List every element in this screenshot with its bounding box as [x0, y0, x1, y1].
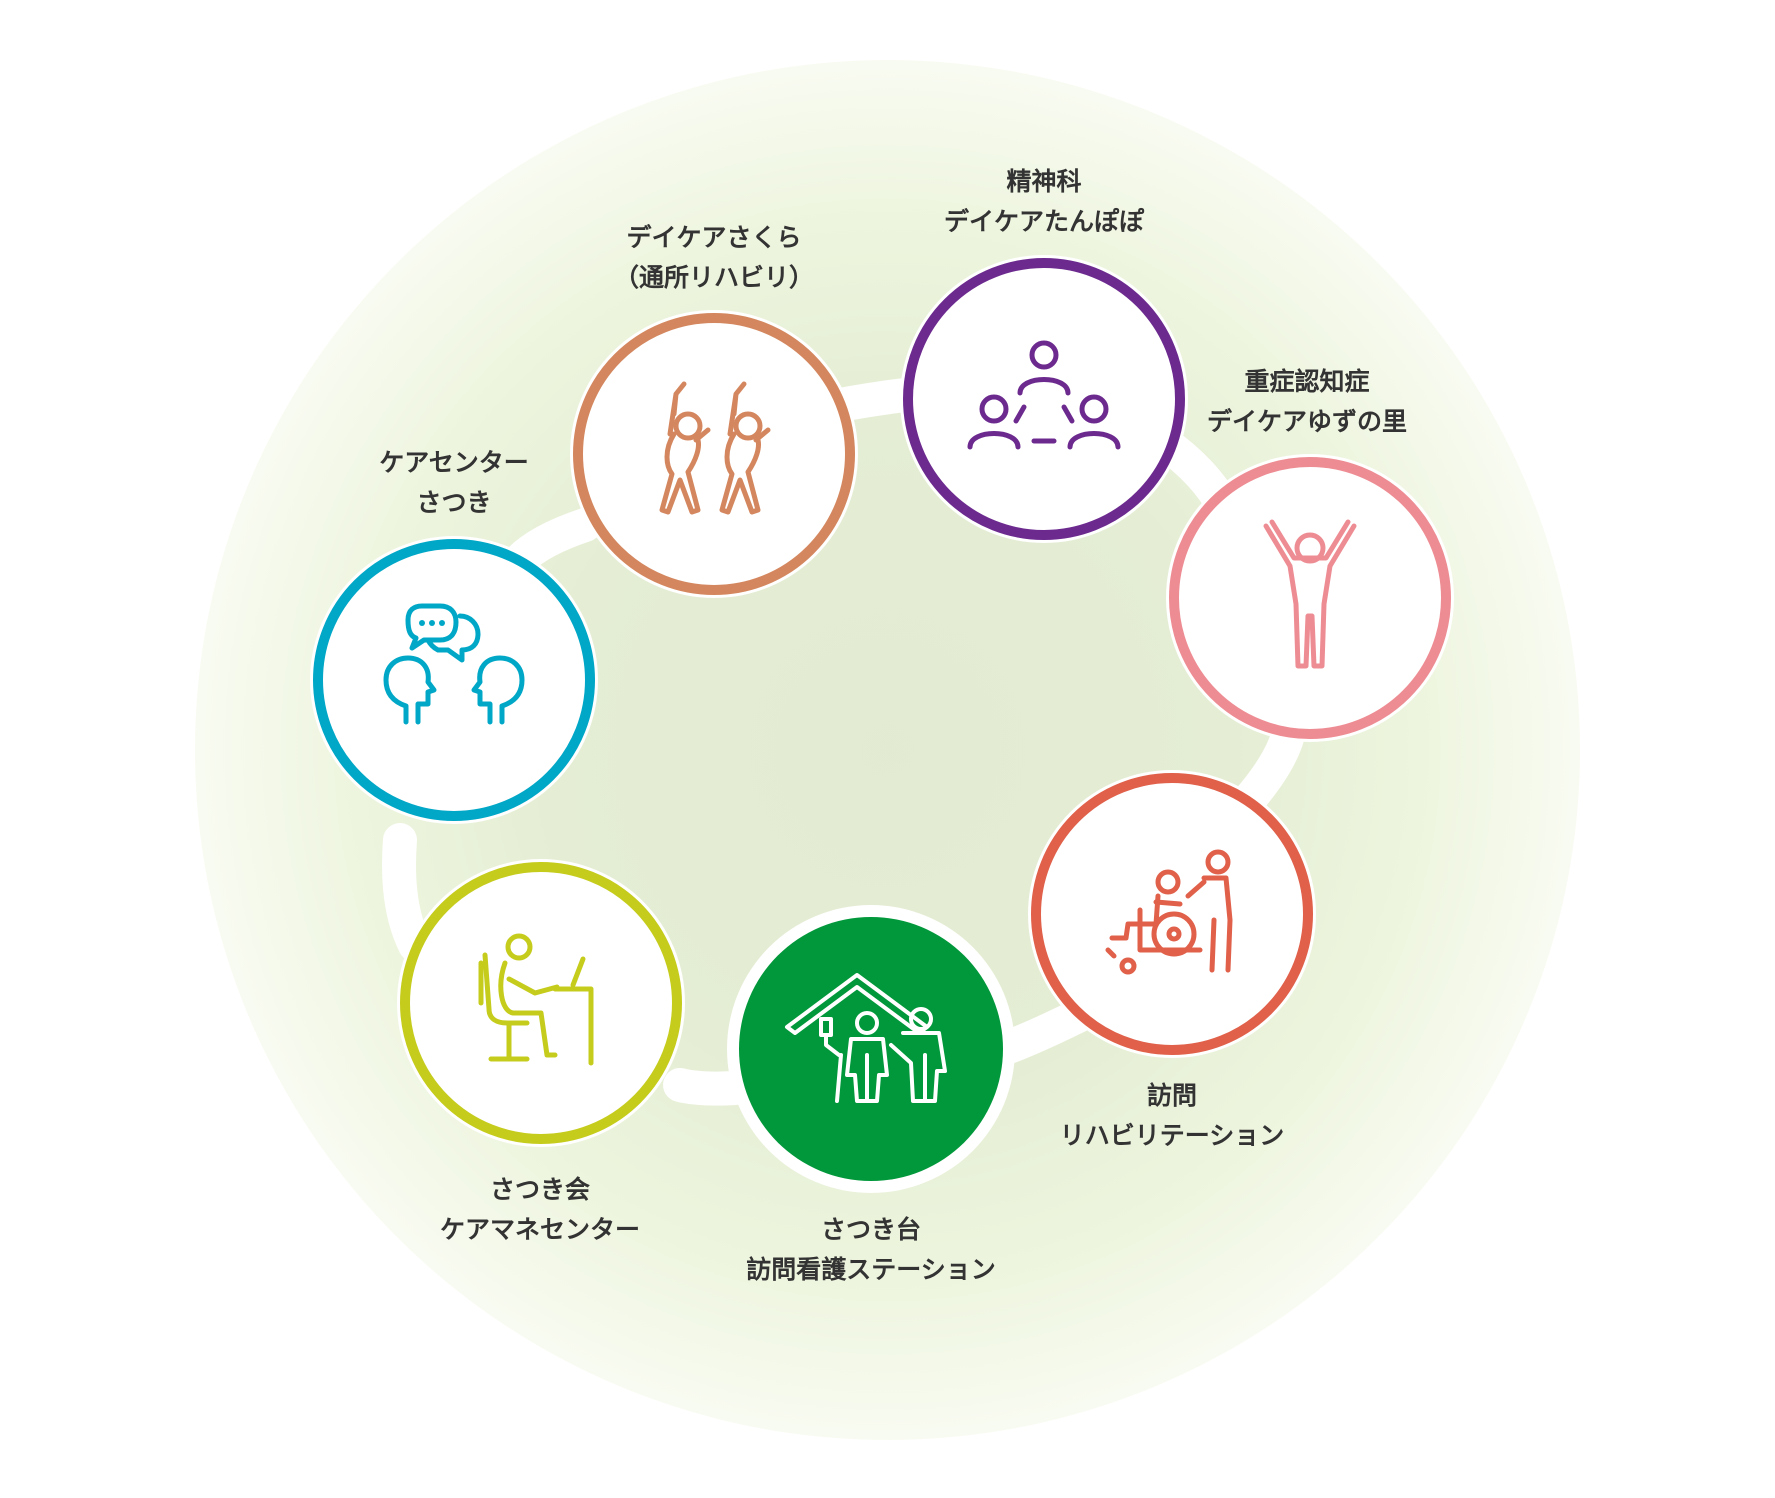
label-line: さつき台 [820, 1215, 922, 1244]
node-kango [727, 905, 1015, 1193]
group-people-icon [903, 258, 1185, 540]
wheelchair-assist-icon [1031, 773, 1313, 1055]
label-houmon-reha: 訪問 リハビリテーション [1060, 1076, 1285, 1156]
label-care-center: ケアセンター さつき [379, 443, 529, 523]
label-kango: さつき台 訪問看護ステーション [746, 1210, 996, 1290]
home-nursing-icon [731, 909, 1011, 1189]
label-line: 重症認知症 [1244, 367, 1370, 396]
label-line: 精神科 [1006, 167, 1082, 196]
label-caremane: さつき会 ケアマネセンター [440, 1170, 640, 1250]
label-line: （通所リハビリ） [613, 263, 815, 292]
label-yuzu: 重症認知症 デイケアゆずの里 [1207, 362, 1407, 442]
label-line: デイケアたんぽぽ [943, 207, 1145, 236]
node-care-center [310, 536, 598, 824]
raised-arms-person-icon [1169, 457, 1451, 739]
label-line: ケアマネセンター [439, 1215, 641, 1244]
label-sakura: デイケアさくら （通所リハビリ） [614, 218, 814, 298]
label-tanpopo: 精神科 デイケアたんぽぽ [944, 162, 1144, 242]
desk-worker-icon [400, 862, 682, 1144]
label-line: ケアセンター [379, 448, 529, 477]
label-line: リハビリテーション [1059, 1121, 1285, 1150]
label-line: デイケアさくら [626, 223, 802, 252]
node-tanpopo [900, 255, 1188, 543]
label-line: デイケアゆずの里 [1206, 407, 1408, 436]
label-line: 訪問 [1146, 1081, 1198, 1110]
node-caremane [397, 859, 685, 1147]
stretching-people-icon [573, 313, 855, 595]
label-line: さつき会 [489, 1175, 591, 1204]
node-yuzu [1166, 454, 1454, 742]
label-line: 訪問看護ステーション [746, 1255, 996, 1284]
conversation-icon [313, 539, 595, 821]
node-sakura [570, 310, 858, 598]
node-houmon-reha [1028, 770, 1316, 1058]
label-line: さつき [416, 488, 492, 517]
